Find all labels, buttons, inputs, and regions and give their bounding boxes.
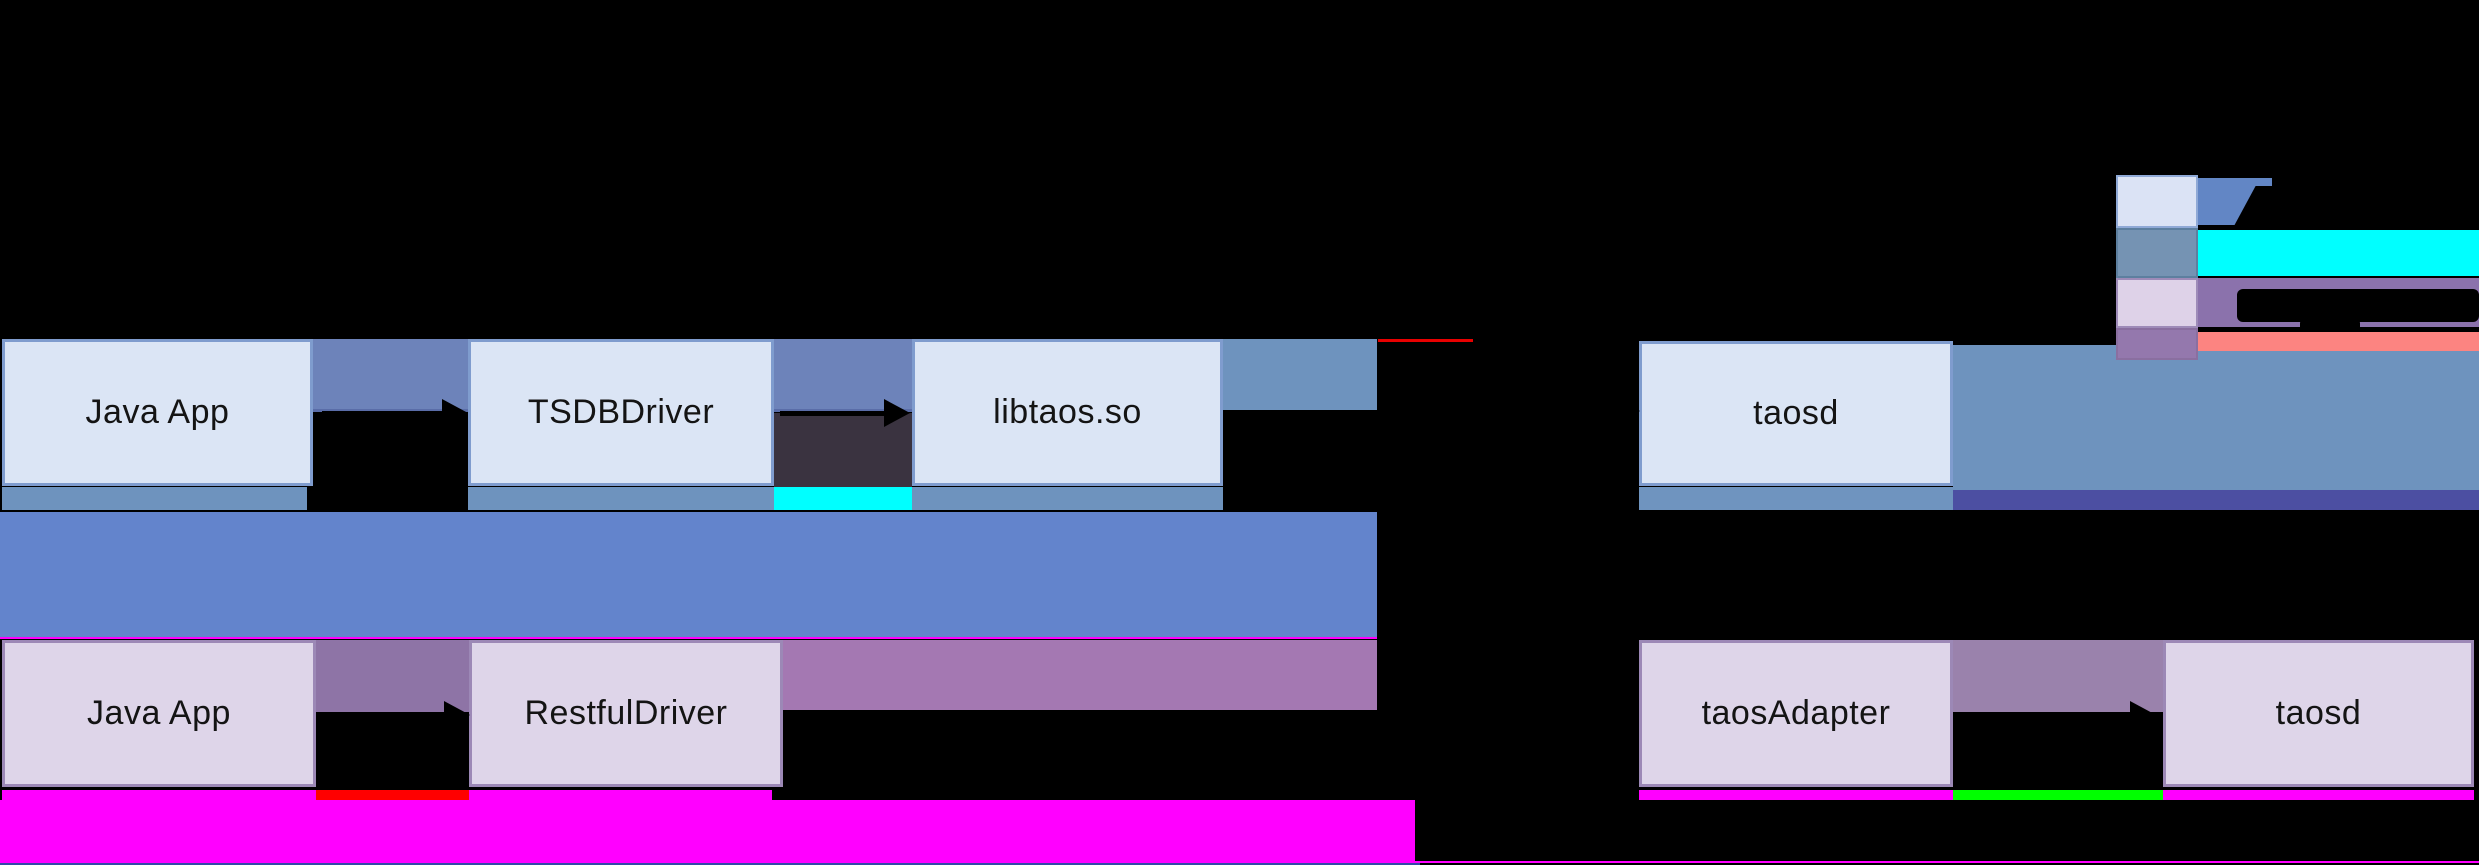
bottom-magenta-line xyxy=(0,861,2479,863)
green-strip xyxy=(1953,790,2163,800)
red-strip xyxy=(316,790,469,802)
legend-illegible-text-fragment xyxy=(2234,186,2354,226)
magenta-strip-under-taosadapter xyxy=(1639,790,1953,800)
arrow-taosadapter-to-taosd xyxy=(1958,713,2134,718)
node-label: taosd xyxy=(1753,394,1839,432)
node-restfuldriver: RestfulDriver xyxy=(469,640,783,787)
red-line xyxy=(1378,339,1473,342)
strip-under-taosd xyxy=(1639,487,1953,510)
node-label: libtaos.so xyxy=(993,393,1142,431)
node-label: TSDBDriver xyxy=(527,393,715,431)
arrow-java-app-to-restfuldriver xyxy=(322,713,448,718)
node-tsdbdriver: TSDBDriver xyxy=(468,339,774,486)
purple-band-after-restfuldriver xyxy=(783,640,1377,710)
legend-swatch-light-blue xyxy=(2116,175,2198,228)
steel-region-after-taosd xyxy=(1953,345,2479,490)
legend-swatch-light-purple xyxy=(2116,278,2198,328)
node-taosd-jni: taosd xyxy=(1639,341,1953,486)
steel-band-after-libtaos xyxy=(1223,339,1377,410)
node-label: Java App xyxy=(87,694,231,732)
node-label: RestfulDriver xyxy=(524,694,728,732)
node-java-app-rest: Java App xyxy=(2,640,316,787)
strip-under-java-app xyxy=(2,487,307,510)
magenta-strip-under-java-app xyxy=(2,790,316,802)
arrowhead-icon xyxy=(442,399,468,427)
strip-under-libtaos xyxy=(912,487,1223,510)
legend-band-cyan xyxy=(2198,230,2479,276)
arrow-tsdbdriver-to-libtaos xyxy=(780,411,888,416)
violet-band xyxy=(1953,490,2479,510)
magenta-strip-under-restfuldriver xyxy=(469,790,772,802)
rest-gap-band xyxy=(316,640,469,712)
arrow-libtaos-to-taosd xyxy=(1380,409,1618,414)
arrowhead-icon xyxy=(884,399,910,427)
magenta-strip-under-taosd xyxy=(2163,790,2474,800)
legend-illegible-text-fragment xyxy=(2300,318,2360,332)
magenta-hairline xyxy=(0,637,1377,639)
magenta-band xyxy=(0,800,1415,862)
arrowhead-icon xyxy=(444,701,470,729)
arrow-java-app-to-tsdbdriver xyxy=(322,411,446,416)
arrow-restfuldriver-to-taosadapter xyxy=(1380,713,1606,718)
node-java-app-jni: Java App xyxy=(2,339,313,486)
adapter-taosd-gap-band xyxy=(1953,640,2163,712)
arrowhead-icon xyxy=(2130,701,2156,729)
node-libtaos-so: libtaos.so xyxy=(912,339,1223,486)
node-label: taosAdapter xyxy=(1701,694,1891,732)
node-label: taosd xyxy=(2275,694,2362,732)
node-taosd-rest: taosd xyxy=(2163,640,2474,787)
node-label: Java App xyxy=(85,393,230,431)
legend-swatch-steel-blue xyxy=(2116,228,2198,278)
bottom-blue-line xyxy=(0,863,1420,865)
arrowhead-icon xyxy=(1614,397,1640,425)
node-taosadapter: taosAdapter xyxy=(1639,640,1953,787)
legend-band-salmon xyxy=(2198,332,2479,351)
strip-under-tsdbdriver xyxy=(468,487,774,510)
legend-illegible-text-fragment xyxy=(2237,289,2479,322)
cyan-strip xyxy=(774,487,912,510)
jni-gap-band-1 xyxy=(313,339,468,412)
big-blue-band xyxy=(0,512,1377,637)
legend-swatch-purple xyxy=(2116,328,2198,360)
